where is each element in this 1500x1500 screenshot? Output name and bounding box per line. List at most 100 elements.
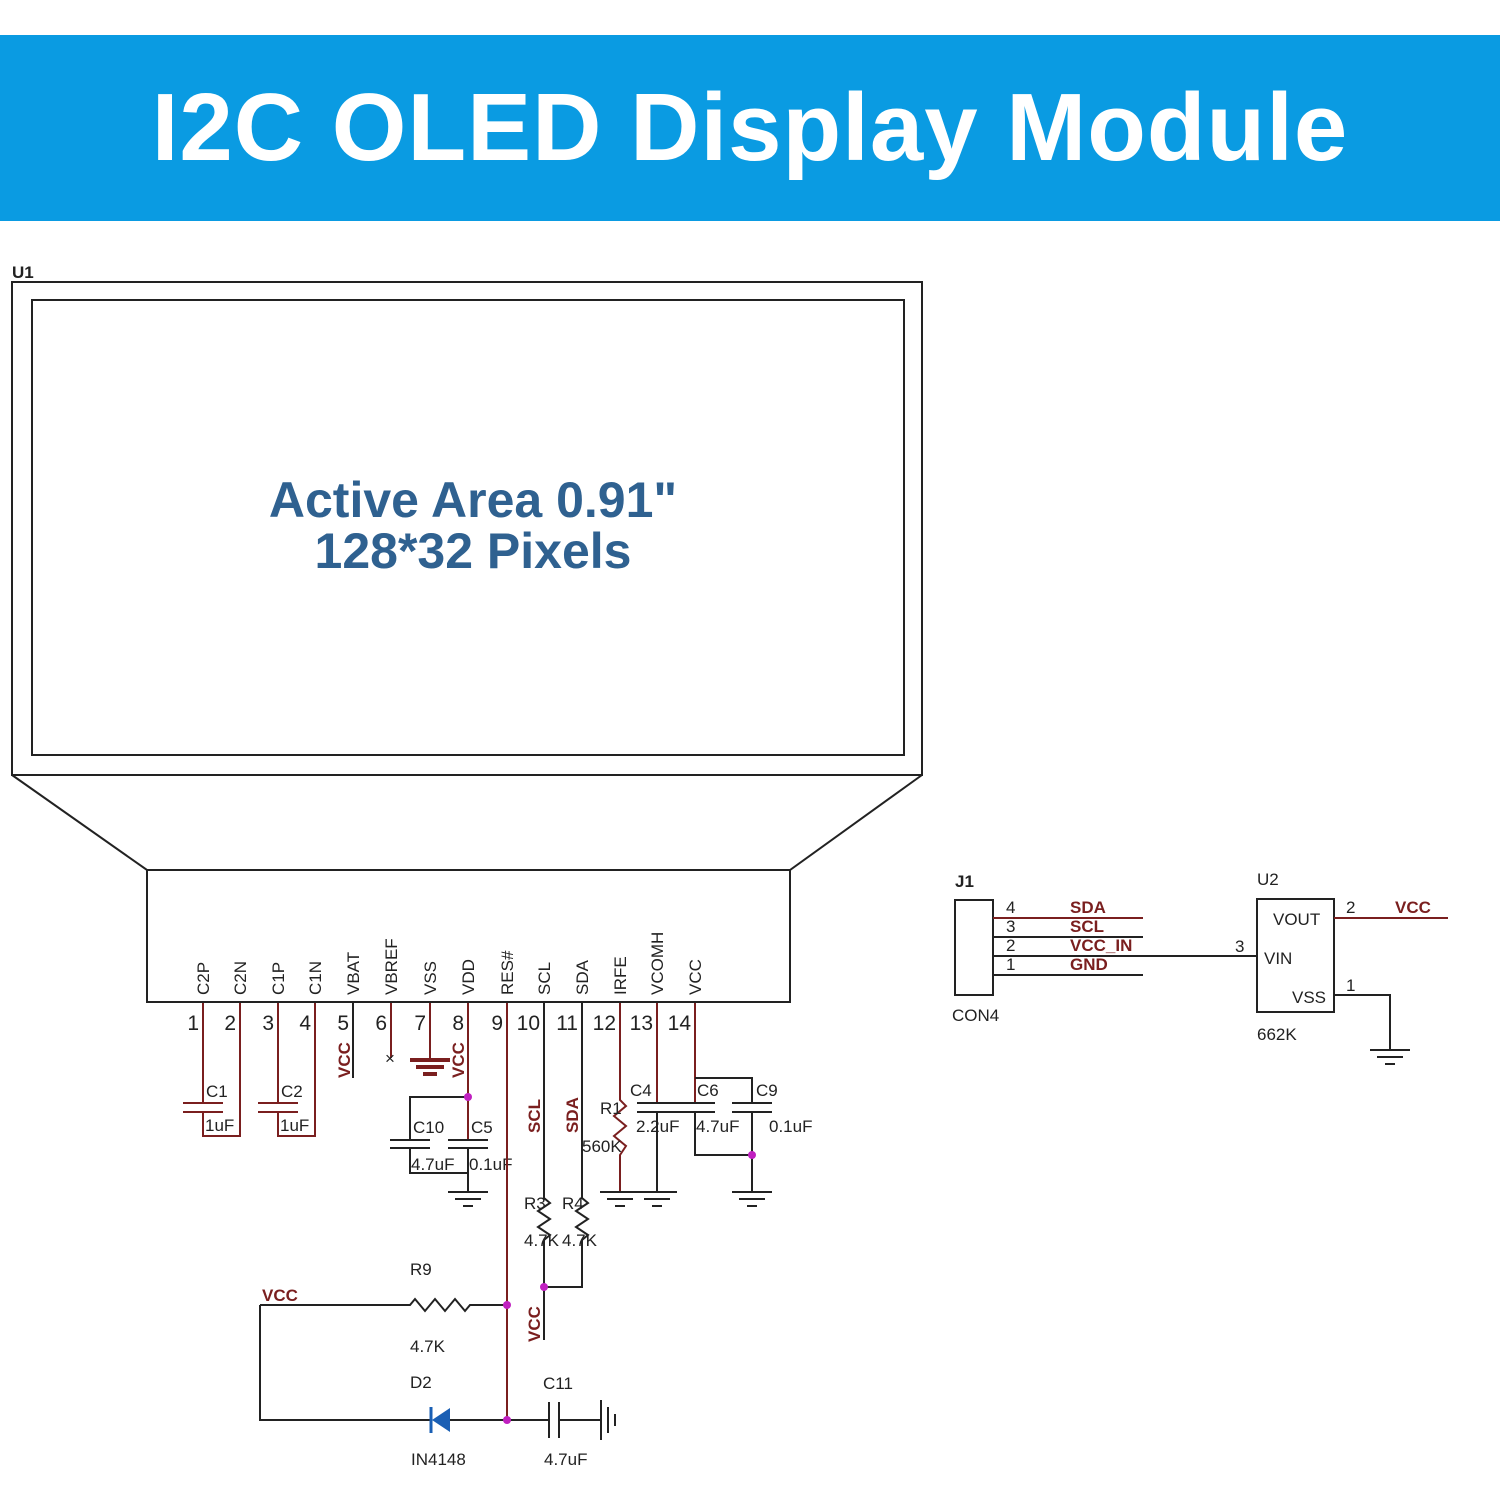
title-banner: I2C OLED Display Module <box>0 35 1500 221</box>
ground-icon <box>637 1191 677 1207</box>
j1-part: CON4 <box>952 1006 999 1025</box>
pin8-vcc-label: VCC <box>449 1042 468 1078</box>
pin-label: C2N <box>231 961 250 995</box>
pin-number: 6 <box>375 1012 387 1035</box>
r1-ref: R1 <box>600 1099 622 1118</box>
c9-value: 0.1uF <box>769 1117 812 1136</box>
j1-pin-number: 4 <box>1006 898 1015 917</box>
u2-vss-pin: 1 <box>1346 976 1355 995</box>
pin-label: IRFE <box>611 956 630 995</box>
u1-pin-vbat: VBAT 5 <box>337 952 363 1035</box>
reset-circuit: VCC R9 4.7K D2 IN4148 C11 4.7uF <box>259 1260 616 1469</box>
u1-pin-c1n: C1N 4 <box>299 961 325 1035</box>
u1-pin-irfe: IRFE 12 <box>593 956 630 1035</box>
c6-value: 4.7uF <box>696 1117 739 1136</box>
active-area <box>31 299 905 756</box>
u1-pin-vdd: VDD 8 <box>452 959 478 1035</box>
r4-value: 4.7K <box>562 1231 598 1250</box>
d2-ref: D2 <box>410 1373 432 1392</box>
c10-ref: C10 <box>413 1118 444 1137</box>
pin-number: 13 <box>630 1012 653 1035</box>
pin-label: VCC <box>686 959 705 995</box>
pin-label: C2P <box>194 962 213 995</box>
c11-ref: C11 <box>543 1374 573 1393</box>
u1-pin-res: RES#9 <box>491 950 517 1035</box>
u1-pin-vbref: VBREF 6 <box>375 938 401 1035</box>
pin-label: VCOMH <box>648 932 667 995</box>
pin-label: VBAT <box>344 952 363 995</box>
pin-number: 4 <box>299 1012 311 1035</box>
u1-ref: U1 <box>12 263 34 282</box>
pin-number: 7 <box>414 1012 426 1035</box>
reset-vcc-label: VCC <box>262 1286 298 1305</box>
c5-ref: C5 <box>471 1118 493 1137</box>
j1-pin-net: GND <box>1070 955 1108 974</box>
u2-vcc-net: VCC <box>1395 898 1431 917</box>
j1-pin-number: 3 <box>1006 917 1015 936</box>
pin-label: VBREF <box>382 938 401 995</box>
r3-value: 4.7K <box>524 1231 560 1250</box>
ground-icon <box>600 1191 640 1207</box>
display-taper <box>11 774 923 871</box>
active-area-resolution: 128*32 Pixels <box>315 523 632 579</box>
sda-net-label: SDA <box>563 1097 582 1133</box>
c1-ref: C1 <box>206 1082 228 1101</box>
pin-label: C1N <box>306 961 325 995</box>
pin-label: SDA <box>573 959 592 995</box>
u2-part: 662K <box>1257 1025 1297 1044</box>
ground-icon <box>732 1191 772 1207</box>
pin-label: VSS <box>421 961 440 995</box>
u1-pin-c1p: C1P 3 <box>262 962 288 1035</box>
j1-pin-scl: 3 SCL <box>993 917 1143 938</box>
u1-pin-vss: VSS 7 <box>414 961 440 1035</box>
j1-pin-gnd: 1 GND <box>993 955 1143 976</box>
c11-value: 4.7uF <box>544 1450 587 1469</box>
c10-value: 4.7uF <box>411 1155 454 1174</box>
c4-capacitor: C4 2.2uF <box>630 1003 679 1192</box>
u2-regulator: U2 VOUT VIN VSS 3 2 1 VCC 662K <box>1235 870 1448 1050</box>
j1-pin-net: SDA <box>1070 898 1106 917</box>
d2-value: IN4148 <box>411 1450 466 1469</box>
diode-icon <box>432 1408 450 1432</box>
pin-label: VDD <box>459 959 478 995</box>
j1-pin-number: 1 <box>1006 955 1015 974</box>
pin-label: C1P <box>269 962 288 995</box>
u2-vin-pin: 3 <box>1235 937 1244 956</box>
active-area-size: Active Area 0.91" <box>269 472 677 528</box>
pin-number: 2 <box>224 1012 236 1035</box>
r3-ref: R3 <box>524 1194 546 1213</box>
u1-pin-sda: SDA 11 <box>556 959 592 1035</box>
pin-label: RES# <box>498 950 517 995</box>
pin-number: 3 <box>262 1012 274 1035</box>
r4-ref: R4 <box>562 1194 584 1213</box>
c2-ref: C2 <box>281 1082 303 1101</box>
j1-pin-number: 2 <box>1006 936 1015 955</box>
j1-pin-net: SCL <box>1070 917 1104 936</box>
pin-number: 11 <box>556 1012 578 1035</box>
j1-pin-net: VCC_IN <box>1070 936 1132 955</box>
pin-number: 5 <box>337 1012 349 1035</box>
pin-number: 8 <box>452 1012 464 1035</box>
c2-capacitor: C2 1uF <box>258 1003 316 1137</box>
ground-icon <box>1370 1049 1410 1065</box>
vdd-decoupling: VCC C10 C5 4.7uF 0.1uF <box>390 1003 512 1192</box>
r9-ref: R9 <box>410 1260 432 1279</box>
u2-vin: VIN <box>1264 949 1292 968</box>
c5-value: 0.1uF <box>469 1155 512 1174</box>
pin-number: 10 <box>517 1012 540 1035</box>
page-title: I2C OLED Display Module <box>151 74 1349 181</box>
pin-number: 14 <box>668 1012 692 1035</box>
c1-value: 1uF <box>205 1116 234 1135</box>
ground-symbols <box>448 1049 1410 1207</box>
pin7-ground-icon <box>410 1003 450 1076</box>
u2-vout-pin: 2 <box>1346 898 1355 917</box>
u1-pin-vcc: VCC 14 <box>668 959 705 1035</box>
pin-number: 12 <box>593 1012 616 1035</box>
u1-display: U1 Active Area 0.91" 128*32 Pixels C2P1C… <box>11 263 923 1035</box>
j1-pin-vcc_in: 2 VCC_IN <box>993 936 1143 957</box>
u2-vss: VSS <box>1292 988 1326 1007</box>
